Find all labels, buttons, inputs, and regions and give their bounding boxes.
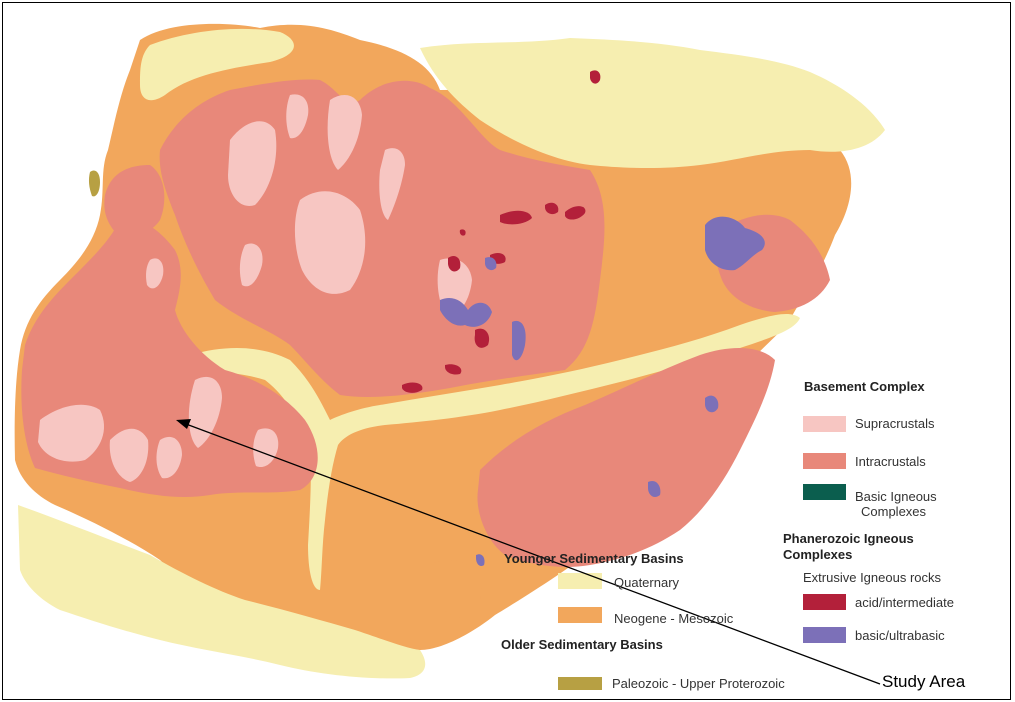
region-intracrustals-southeast xyxy=(477,348,775,567)
acid-intrusion-10 xyxy=(459,229,466,236)
legend-label-basic-igneous-1: Basic Igneous xyxy=(855,489,937,504)
basic-volcanic-east xyxy=(705,395,719,413)
supracrustal-belt-1 xyxy=(228,121,277,206)
basic-volcanic-biu-plateau xyxy=(705,216,765,271)
acid-intrusion-9 xyxy=(402,382,423,393)
legend-label-basic-igneous-2: Complexes xyxy=(861,504,927,519)
legend-swatch-basic-igneous xyxy=(803,484,846,500)
legend-swatch-basic-ultrabasic xyxy=(803,627,846,643)
legend-label-neogene: Neogene - Mesozoic xyxy=(614,611,734,626)
study-area-arrow-head xyxy=(176,419,191,429)
basic-volcanic-jos-1 xyxy=(440,298,492,327)
supracrustal-belt-2 xyxy=(294,191,366,294)
legend-swatch-quaternary xyxy=(558,573,602,589)
basic-volcanic-southeast xyxy=(648,480,661,498)
legend-title-basement: Basement Complex xyxy=(804,379,925,394)
legend-swatch-paleozoic xyxy=(558,677,602,690)
legend-label-acid: acid/intermediate xyxy=(855,595,954,610)
legend-swatch-acid-intermediate xyxy=(803,594,846,610)
legend-swatch-supracrustals xyxy=(803,416,846,432)
supracrustal-belt-13 xyxy=(146,258,164,289)
acid-intrusion-1 xyxy=(590,70,601,84)
supracrustal-belt-3 xyxy=(327,95,362,170)
supracrustal-belt-4 xyxy=(379,148,405,220)
basic-volcanic-jos-2 xyxy=(485,257,497,271)
legend-label-intracrustals: Intracrustals xyxy=(855,454,926,469)
legend-title-older: Older Sedimentary Basins xyxy=(501,637,663,652)
region-neogene-southeast-patch xyxy=(428,560,482,618)
study-area-label: Study Area xyxy=(882,672,966,691)
legend-title-younger: Younger Sedimentary Basins xyxy=(504,551,684,566)
supracrustal-belts xyxy=(38,94,472,482)
legend-label-extrusive: Extrusive Igneous rocks xyxy=(803,570,942,585)
legend-swatch-neogene xyxy=(558,607,602,623)
supracrustal-belt-12 xyxy=(253,428,279,468)
supracrustal-belt-9 xyxy=(109,428,149,482)
supracrustal-belt-5 xyxy=(286,94,309,139)
acid-intrusion-8 xyxy=(445,364,462,375)
legend-title-phanerozoic-1: Phanerozoic Igneous xyxy=(783,531,914,546)
acid-intrusion-2 xyxy=(500,210,532,225)
legend-label-paleozoic: Paleozoic - Upper Proterozoic xyxy=(612,676,785,691)
basic-ultrabasic-volcanics xyxy=(440,216,765,567)
region-quaternary-northwest xyxy=(140,28,294,101)
legend-label-supracrustals: Supracrustals xyxy=(855,416,935,431)
supracrustal-belt-11 xyxy=(156,436,182,479)
region-intracrustals-northwest xyxy=(104,165,165,236)
legend-swatch-intracrustals xyxy=(803,453,846,469)
acid-intrusion-7 xyxy=(474,328,490,348)
supracrustal-belt-8 xyxy=(38,404,105,462)
region-quaternary-south xyxy=(18,505,426,679)
legend-label-basic-ultra: basic/ultrabasic xyxy=(855,628,945,643)
region-quaternary-northeast xyxy=(420,38,885,169)
acid-intrusion-4 xyxy=(565,206,586,220)
supracrustal-belt-6 xyxy=(239,243,263,287)
legend-title-phanerozoic-2: Complexes xyxy=(783,547,853,562)
basic-volcanic-south xyxy=(476,554,485,567)
study-area-arrow-line xyxy=(185,423,881,685)
legend-label-quaternary: Quaternary xyxy=(614,575,680,590)
region-paleozoic xyxy=(88,170,100,197)
acid-intrusion-5 xyxy=(448,256,461,272)
supracrustal-belt-10 xyxy=(188,376,222,448)
acid-intrusion-3 xyxy=(545,202,559,215)
basic-volcanic-jos-3 xyxy=(512,320,526,361)
